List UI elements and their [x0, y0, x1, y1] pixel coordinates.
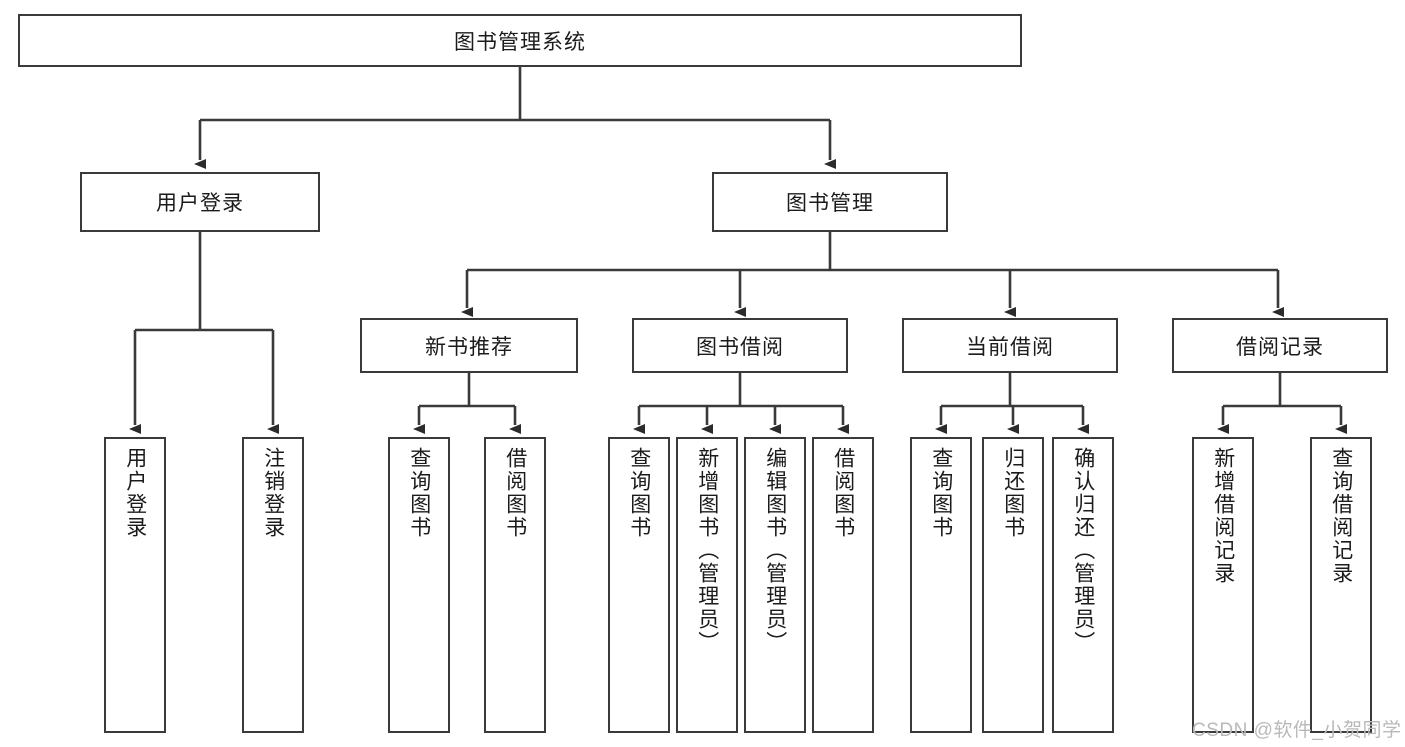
- node-book-borrow[interactable]: 图书借阅: [632, 318, 848, 373]
- node-leaf-edit-book-admin-label: 编辑图书（管理员）: [763, 447, 787, 654]
- node-leaf-query-book-borrow[interactable]: 查询图书: [608, 437, 670, 733]
- node-root-label: 图书管理系统: [454, 30, 586, 54]
- node-new-book-rec-label: 新书推荐: [425, 335, 513, 359]
- node-leaf-edit-book-admin[interactable]: 编辑图书（管理员）: [744, 437, 806, 733]
- node-user-login[interactable]: 用户登录: [80, 172, 320, 232]
- node-root[interactable]: 图书管理系统: [18, 14, 1022, 67]
- node-leaf-logout-login-label: 注销登录: [261, 447, 285, 539]
- node-leaf-borrow-book-label: 借阅图书: [831, 447, 855, 539]
- node-leaf-query-book-rec[interactable]: 查询图书: [388, 437, 450, 733]
- node-leaf-borrow-book-rec-label: 借阅图书: [503, 447, 527, 539]
- node-book-manage[interactable]: 图书管理: [712, 172, 948, 232]
- node-leaf-return-book[interactable]: 归还图书: [982, 437, 1044, 733]
- node-leaf-user-login-label: 用户登录: [123, 447, 147, 539]
- watermark: CSDN @软件_小贺同学: [1192, 720, 1402, 741]
- node-leaf-query-book-cur[interactable]: 查询图书: [910, 437, 972, 733]
- node-leaf-add-borrow-record-label: 新增借阅记录: [1211, 447, 1235, 585]
- node-leaf-query-borrow-record-label: 查询借阅记录: [1329, 447, 1353, 585]
- node-leaf-user-login[interactable]: 用户登录: [104, 437, 166, 733]
- node-borrow-record[interactable]: 借阅记录: [1172, 318, 1388, 373]
- node-leaf-borrow-book[interactable]: 借阅图书: [812, 437, 874, 733]
- node-leaf-add-borrow-record[interactable]: 新增借阅记录: [1192, 437, 1254, 733]
- node-leaf-confirm-return-admin-label: 确认归还（管理员）: [1071, 447, 1095, 654]
- node-new-book-rec[interactable]: 新书推荐: [360, 318, 578, 373]
- node-current-borrow-label: 当前借阅: [966, 335, 1054, 359]
- node-leaf-add-book-admin-label: 新增图书（管理员）: [695, 447, 719, 654]
- node-leaf-add-book-admin[interactable]: 新增图书（管理员）: [676, 437, 738, 733]
- node-borrow-record-label: 借阅记录: [1236, 335, 1324, 359]
- node-leaf-logout-login[interactable]: 注销登录: [242, 437, 304, 733]
- node-current-borrow[interactable]: 当前借阅: [902, 318, 1118, 373]
- node-leaf-query-book-rec-label: 查询图书: [407, 447, 431, 539]
- node-leaf-query-borrow-record[interactable]: 查询借阅记录: [1310, 437, 1372, 733]
- node-leaf-return-book-label: 归还图书: [1001, 447, 1025, 539]
- node-leaf-query-book-cur-label: 查询图书: [929, 447, 953, 539]
- node-leaf-query-book-borrow-label: 查询图书: [627, 447, 651, 539]
- node-leaf-confirm-return-admin[interactable]: 确认归还（管理员）: [1052, 437, 1114, 733]
- node-leaf-borrow-book-rec[interactable]: 借阅图书: [484, 437, 546, 733]
- node-user-login-label: 用户登录: [156, 192, 244, 215]
- node-book-borrow-label: 图书借阅: [696, 335, 784, 359]
- node-book-manage-label: 图书管理: [786, 192, 874, 215]
